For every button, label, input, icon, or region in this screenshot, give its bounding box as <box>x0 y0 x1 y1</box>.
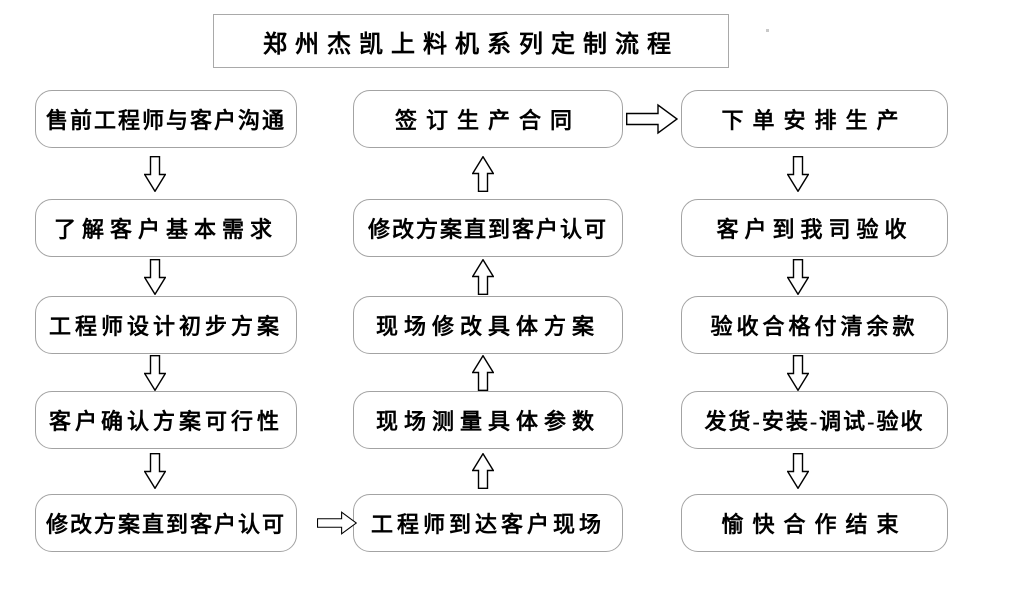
flow-box-right-5: 愉快合作结束 <box>681 494 948 552</box>
right-arrow-icon <box>317 509 357 537</box>
flow-box-right-4: 发货-安装-调试-验收 <box>681 391 948 449</box>
flow-box-right-3: 验收合格付清余款 <box>681 296 948 354</box>
down-arrow-icon <box>787 156 809 192</box>
up-arrow-icon <box>472 355 494 391</box>
flow-box-middle-3: 现场修改具体方案 <box>353 296 623 354</box>
down-arrow-icon <box>144 156 166 192</box>
flow-box-left-3: 工程师设计初步方案 <box>35 296 297 354</box>
up-arrow-icon <box>472 259 494 295</box>
flow-box-left-4: 客户确认方案可行性 <box>35 391 297 449</box>
flow-box-left-2: 了解客户基本需求 <box>35 199 297 257</box>
flow-box-left-5: 修改方案直到客户认可 <box>35 494 297 552</box>
flow-box-middle-1: 签订生产合同 <box>353 90 623 148</box>
down-arrow-icon <box>787 453 809 489</box>
flow-box-middle-2: 修改方案直到客户认可 <box>353 199 623 257</box>
down-arrow-icon <box>787 259 809 295</box>
flow-box-right-1: 下单安排生产 <box>681 90 948 148</box>
up-arrow-icon <box>472 156 494 192</box>
flow-box-left-1: 售前工程师与客户沟通 <box>35 90 297 148</box>
flow-box-middle-5: 工程师到达客户现场 <box>353 494 623 552</box>
stray-dot-artifact <box>766 29 769 32</box>
right-arrow-icon <box>626 103 678 135</box>
flowchart-title: 郑州杰凯上料机系列定制流程 <box>213 14 729 68</box>
up-arrow-icon <box>472 453 494 489</box>
down-arrow-icon <box>144 259 166 295</box>
flow-box-middle-4: 现场测量具体参数 <box>353 391 623 449</box>
down-arrow-icon <box>787 355 809 391</box>
down-arrow-icon <box>144 453 166 489</box>
flow-box-right-2: 客户到我司验收 <box>681 199 948 257</box>
down-arrow-icon <box>144 355 166 391</box>
